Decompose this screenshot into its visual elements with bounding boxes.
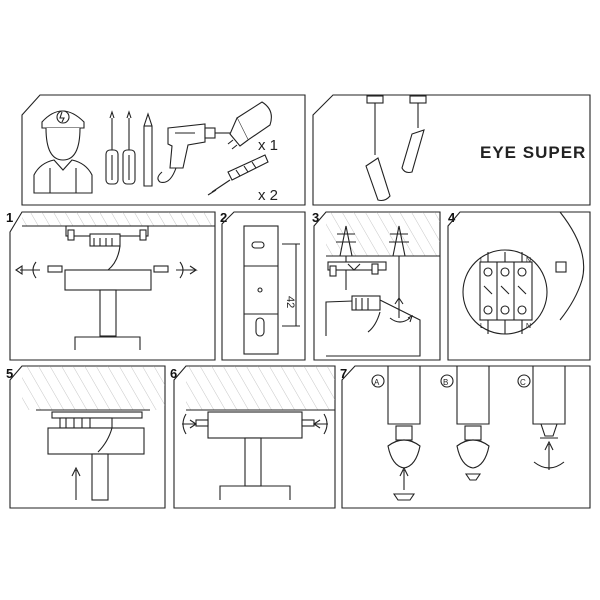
bulb-icon: [227, 101, 272, 150]
variant-label-b: B: [443, 378, 448, 387]
step-number: 5: [6, 366, 13, 381]
pencil-icon: [143, 112, 153, 187]
terminal-label-top-n: N: [526, 257, 531, 264]
wall-anchor-icon: [207, 154, 269, 196]
pendant-lamp-icon: [365, 95, 391, 202]
terminal-label-bottom-n: N: [526, 323, 531, 330]
step-7-panel: 7 A B C: [340, 365, 591, 509]
step-2-panel: 2 42: [220, 210, 306, 361]
step-number: 4: [448, 210, 456, 225]
bulb-quantity: x 1: [258, 137, 278, 154]
screwdriver-icon: [105, 110, 119, 185]
variant-label-c: C: [520, 378, 526, 387]
step-number: 2: [220, 210, 227, 225]
step-number: 3: [312, 210, 319, 225]
step-3-panel: 3: [312, 210, 441, 361]
step-number: 7: [340, 366, 347, 381]
anchor-quantity: x 2: [258, 187, 278, 204]
terminal-label-bottom-l: L: [480, 323, 484, 330]
mounting-dimension: 42: [284, 296, 296, 308]
pendant-lamp-icon: [401, 95, 427, 174]
tools-panel: x 1 x 2: [21, 94, 306, 206]
step-5-panel: 5: [6, 365, 166, 509]
electrician-icon: [33, 110, 93, 194]
variant-label-a: A: [374, 378, 380, 387]
step-1-panel: 1: [6, 210, 216, 361]
screwdriver-icon: [122, 110, 136, 185]
step-number: 6: [170, 366, 177, 381]
drill-icon: [157, 123, 230, 183]
product-panel: EYE SUPER: [312, 94, 591, 206]
step-6-panel: 6: [170, 365, 336, 509]
step-number: 1: [6, 210, 13, 225]
terminal-label-top-l: L: [480, 257, 484, 264]
step-4-panel: 4 L N L N: [447, 210, 591, 361]
brand-name: EYE SUPER: [480, 143, 586, 162]
